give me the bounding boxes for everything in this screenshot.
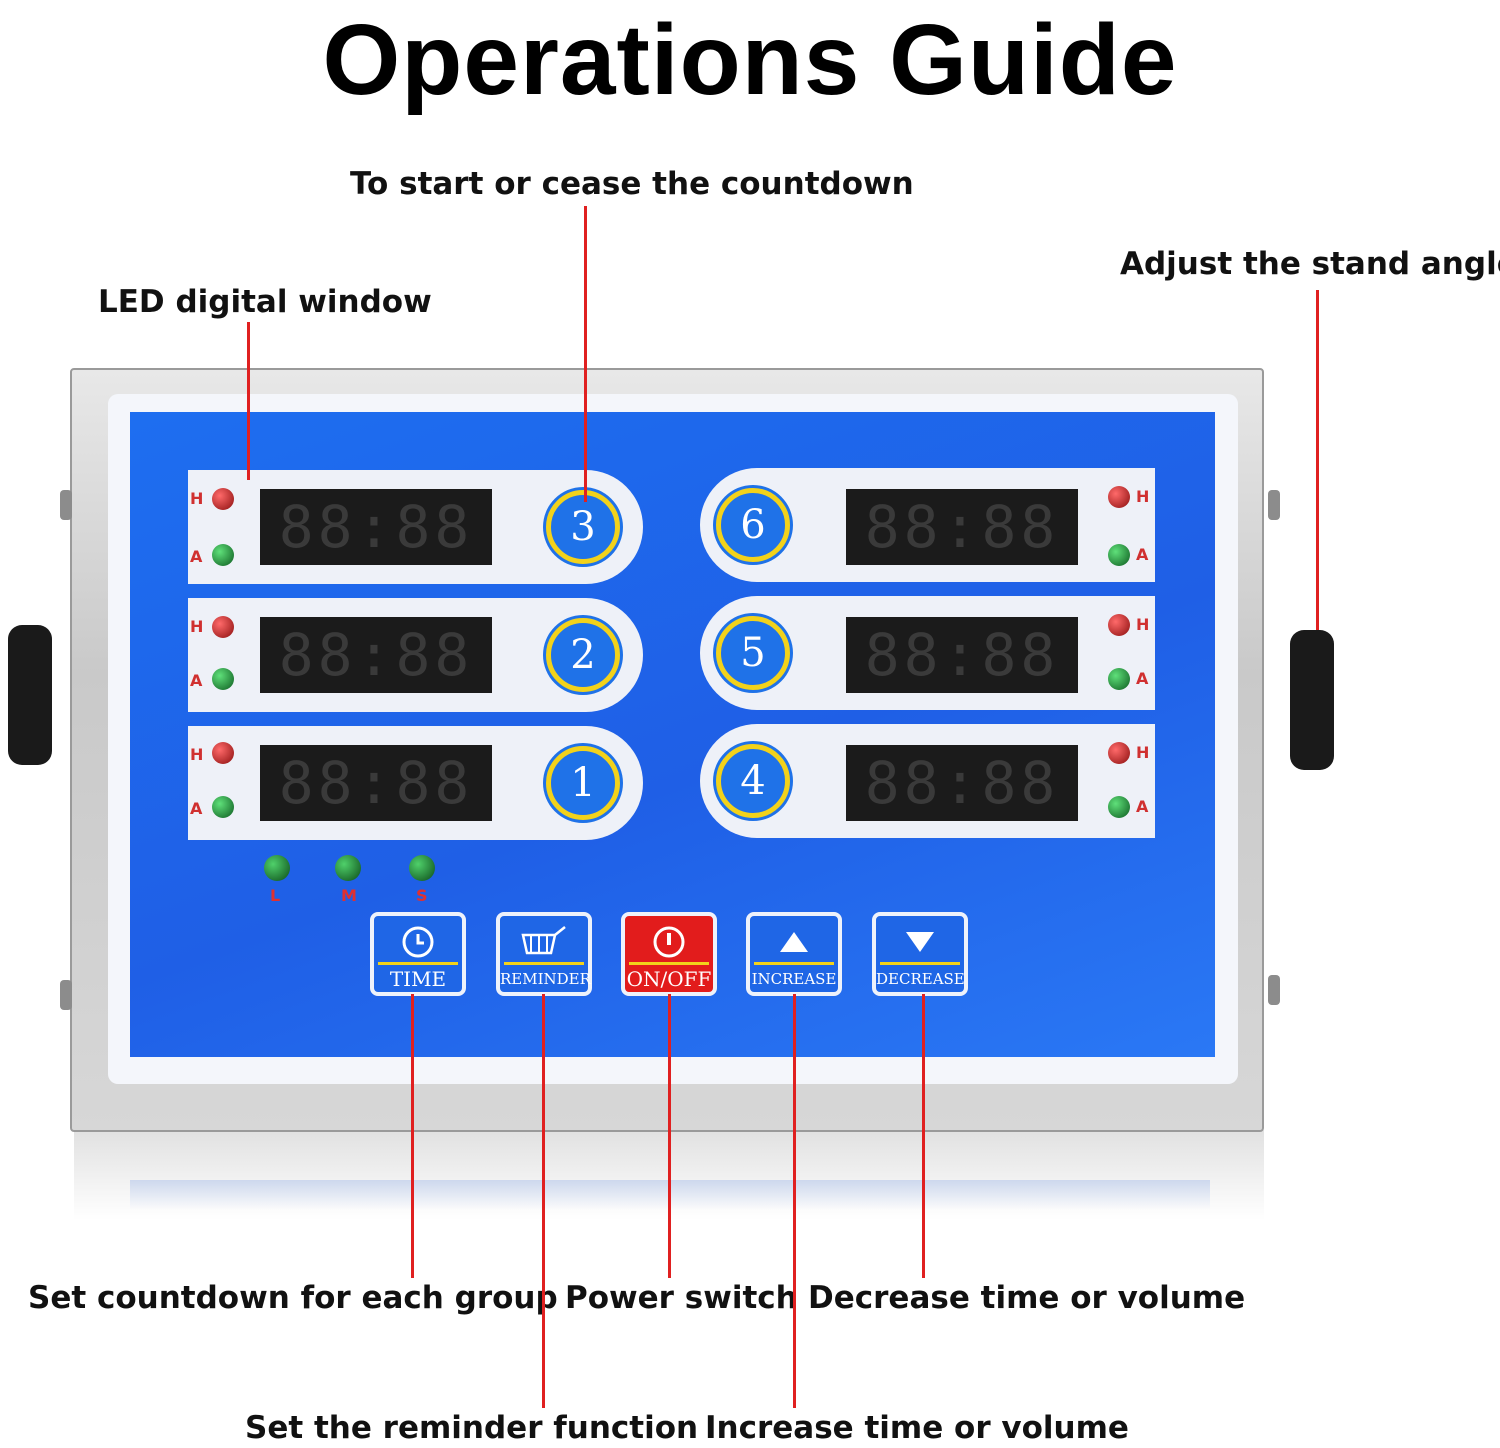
led-h-label: H	[190, 489, 204, 508]
timer-strip-3: H A 88:88 3	[188, 470, 643, 584]
timer-strip-2: H A 88:88 2	[188, 598, 643, 712]
time-button-label: TIME	[389, 967, 447, 991]
button-divider	[629, 962, 709, 965]
timer-button-6[interactable]: 6	[716, 488, 790, 562]
increase-button[interactable]: INCREASE	[746, 912, 842, 996]
button-divider	[880, 962, 960, 965]
timer-button-4[interactable]: 4	[716, 744, 790, 818]
callout-led-window: LED digital window	[98, 284, 432, 320]
screw	[1268, 490, 1280, 520]
indicator-label-l: L	[270, 886, 281, 905]
arrow-up-icon	[750, 920, 838, 964]
indicator-label-m: M	[341, 886, 357, 905]
led-display: 88:88	[846, 745, 1078, 821]
a-led	[212, 796, 234, 818]
button-divider	[504, 962, 584, 965]
timer-strip-1: H A 88:88 1	[188, 726, 643, 840]
page-title: Operations Guide	[322, 4, 1178, 116]
h-led	[1108, 742, 1130, 764]
led-display: 88:88	[260, 617, 492, 693]
a-led	[212, 544, 234, 566]
leader-line-set-countdown	[411, 994, 414, 1278]
basket-icon	[500, 920, 588, 964]
callout-decrease: Decrease time or volume	[808, 1280, 1246, 1316]
indicator-label-s: S	[416, 886, 428, 905]
led-display: 88:88	[260, 745, 492, 821]
indicator-led-s	[409, 855, 435, 881]
h-led	[1108, 614, 1130, 636]
stand-knob-left[interactable]	[8, 625, 52, 765]
timer-strip-5: 5 88:88 H A	[700, 596, 1155, 710]
callout-start-cease: To start or cease the countdown	[350, 166, 914, 202]
h-led	[212, 488, 234, 510]
h-led	[212, 742, 234, 764]
callout-stand-angle: Adjust the stand angle	[1120, 246, 1500, 282]
led-a-label: A	[1136, 669, 1149, 688]
screw	[60, 980, 72, 1010]
timer-strip-6: 6 88:88 H A	[700, 468, 1155, 582]
h-led	[1108, 486, 1130, 508]
led-h-label: H	[1136, 487, 1150, 506]
power-button-label: ON/OFF	[626, 967, 712, 991]
decrease-button-label: DECREASE	[876, 970, 965, 988]
callout-reminder: Set the reminder function	[245, 1410, 699, 1446]
reminder-button[interactable]: REMINDER	[496, 912, 592, 996]
led-display: 88:88	[846, 617, 1078, 693]
leader-line-decrease	[922, 994, 925, 1278]
time-button[interactable]: TIME	[370, 912, 466, 996]
a-led	[1108, 544, 1130, 566]
a-led	[212, 668, 234, 690]
led-a-label: A	[1136, 545, 1149, 564]
power-icon	[625, 920, 713, 964]
leader-line-reminder	[542, 994, 545, 1408]
led-display: 88:88	[260, 489, 492, 565]
increase-button-label: INCREASE	[751, 970, 837, 988]
a-led	[1108, 796, 1130, 818]
indicator-led-m	[335, 855, 361, 881]
led-a-label: A	[190, 547, 203, 566]
button-divider	[378, 962, 458, 965]
clock-icon	[374, 920, 462, 964]
timer-button-2[interactable]: 2	[546, 618, 620, 692]
led-h-label: H	[1136, 743, 1150, 762]
led-a-label: A	[190, 799, 203, 818]
timer-button-5[interactable]: 5	[716, 616, 790, 690]
h-led	[212, 616, 234, 638]
power-button[interactable]: ON/OFF	[621, 912, 717, 996]
decrease-button[interactable]: DECREASE	[872, 912, 968, 996]
led-display: 88:88	[846, 489, 1078, 565]
callout-set-countdown: Set countdown for each group	[28, 1280, 558, 1316]
led-h-label: H	[1136, 615, 1150, 634]
reminder-button-label: REMINDER	[500, 970, 591, 988]
leader-line-stand-angle	[1316, 290, 1319, 630]
callout-power-switch: Power switch	[565, 1280, 798, 1316]
button-divider	[754, 962, 834, 965]
led-h-label: H	[190, 745, 204, 764]
led-a-label: A	[190, 671, 203, 690]
screw	[1268, 975, 1280, 1005]
stand-knob-right[interactable]	[1290, 630, 1334, 770]
leader-line-increase	[793, 994, 796, 1408]
leader-line-start-cease	[584, 206, 587, 502]
a-led	[1108, 668, 1130, 690]
indicator-led-l	[264, 855, 290, 881]
timer-strip-4: 4 88:88 H A	[700, 724, 1155, 838]
leader-line-power	[668, 994, 671, 1278]
arrow-down-icon	[876, 920, 964, 964]
timer-button-3[interactable]: 3	[546, 490, 620, 564]
callout-increase: Increase time or volume	[705, 1410, 1129, 1446]
timer-button-1[interactable]: 1	[546, 746, 620, 820]
leader-line-led-window	[247, 322, 250, 480]
led-a-label: A	[1136, 797, 1149, 816]
screw	[60, 490, 72, 520]
led-h-label: H	[190, 617, 204, 636]
